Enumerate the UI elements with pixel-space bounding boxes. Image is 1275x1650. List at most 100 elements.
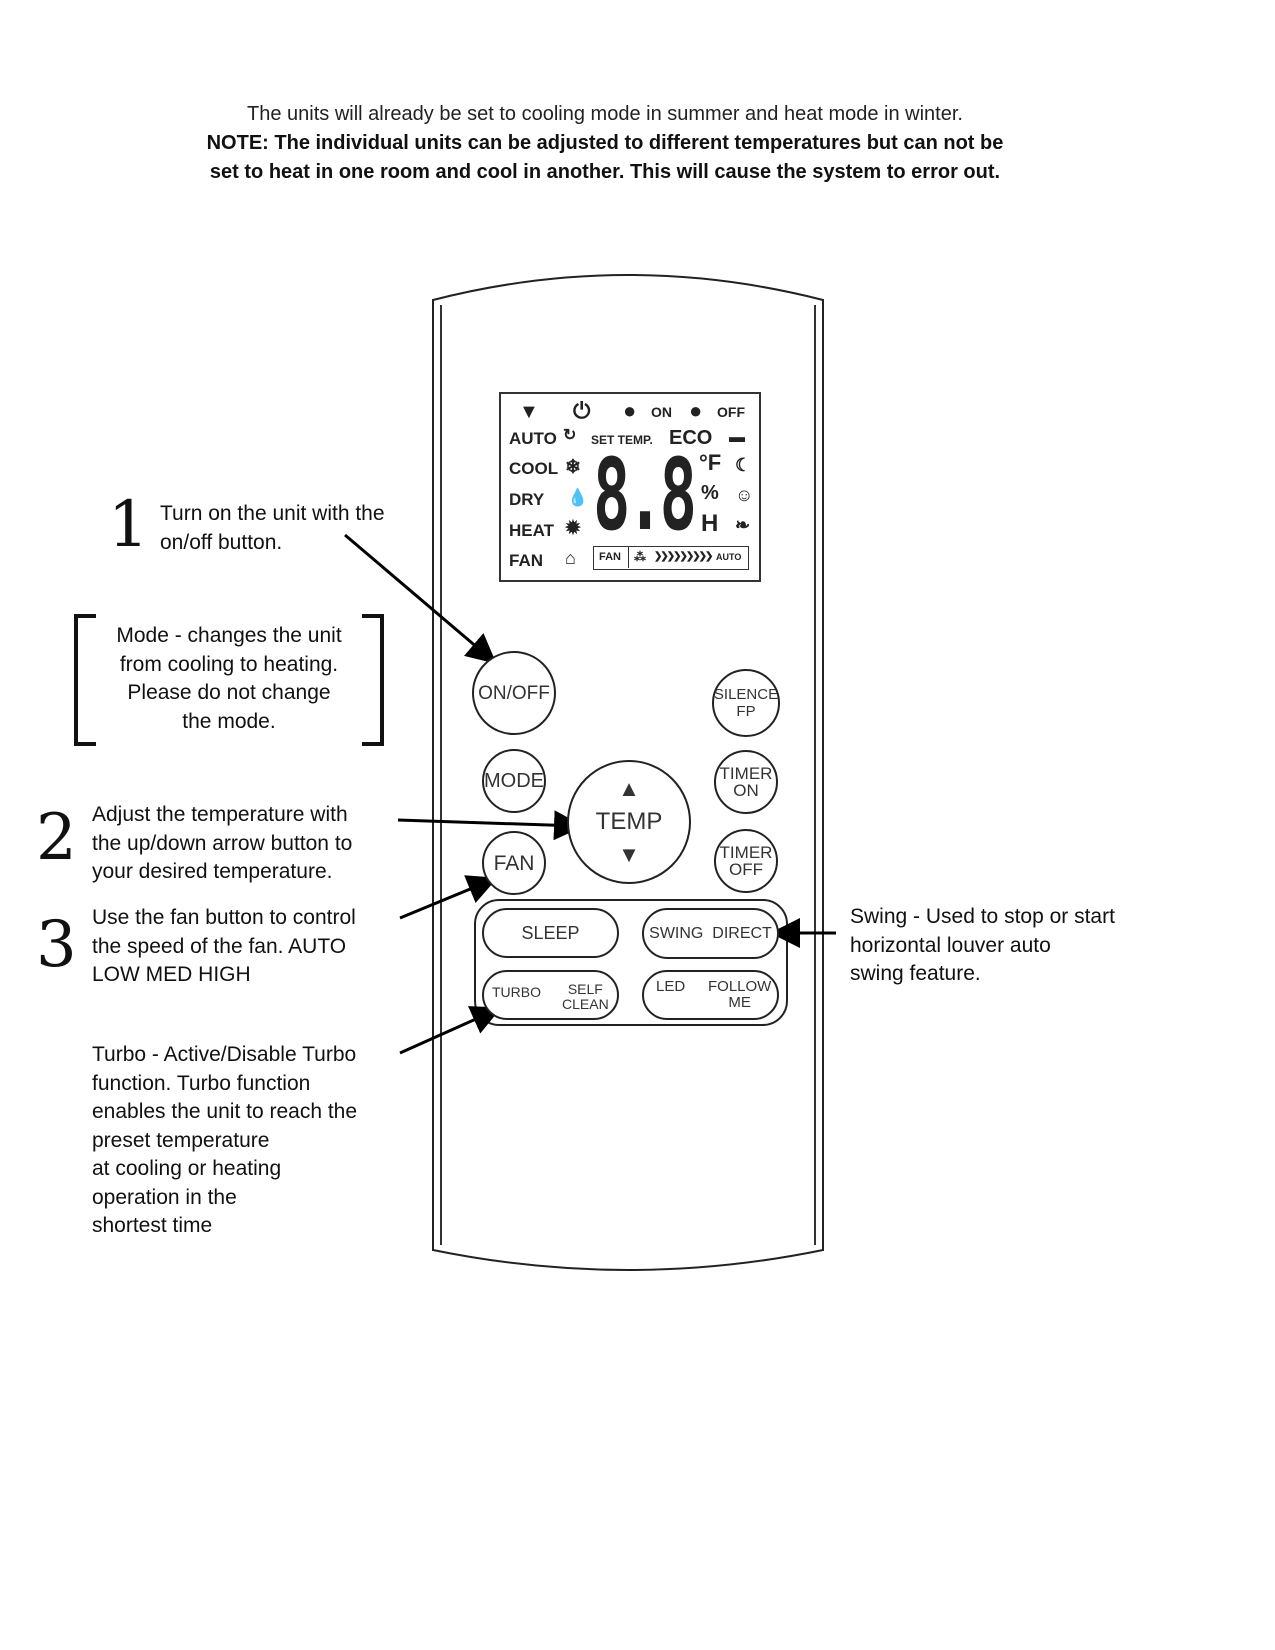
step-1-number: 1 (108, 488, 149, 562)
text-line: LOW MED HIGH (92, 963, 251, 986)
text-line: Swing - Used to stop or start (850, 905, 1115, 928)
mode-note: Mode - changes the unit from cooling to … (96, 622, 362, 736)
lcd-eco: ECO (669, 427, 713, 449)
turbo-label: TURBO (492, 984, 541, 1000)
note-line-1: NOTE: The individual units can be adjust… (0, 131, 1210, 155)
step-2-text: Adjust the temperature with the up/down … (92, 801, 352, 887)
turbo-text: Turbo - Active/Disable Turbo function. T… (92, 1041, 357, 1241)
swing-text: Swing - Used to stop or start horizontal… (850, 903, 1115, 989)
text-line: Mode - changes the unit (116, 624, 342, 647)
self-label: SELF (567, 981, 603, 997)
text-line: at cooling or heating (92, 1157, 282, 1180)
follow-label: FOLLOW (708, 978, 772, 995)
lcd-fan: FAN (509, 551, 543, 570)
on-label: ON (733, 781, 759, 800)
text-line: horizontal louver auto (850, 933, 1051, 957)
temp-down-arrow-icon[interactable]: ▼ (618, 842, 640, 867)
sun-icon: ✹ (565, 518, 581, 539)
text-line: function. Turbo function (92, 1071, 311, 1095)
fan-blade-icon: ⁂ (634, 550, 646, 564)
clean-label: CLEAN (562, 996, 609, 1012)
note-label: NOTE: (206, 132, 269, 154)
led-label: LED (656, 978, 686, 995)
me-label: ME (728, 994, 751, 1011)
lcd-unit-f: °F (699, 450, 722, 475)
lcd-set-temp: SET TEMP. (591, 433, 653, 447)
fan-speed-bar: FAN ⁂ ❯❯❯❯❯❯❯❯❯ AUTO (593, 546, 749, 570)
text-line: Use the fan button to control (92, 906, 356, 929)
remote-inner-edge (440, 305, 816, 1245)
arrow-step1 (344, 533, 497, 664)
note-text: The individual units can be adjusted to … (274, 132, 1004, 154)
lcd-auto: AUTO (509, 429, 557, 448)
text-line: enables the unit to reach the (92, 1100, 358, 1123)
leaf-icon: ❧ (735, 515, 751, 535)
sleep-button[interactable]: SLEEP (482, 908, 619, 958)
lower-button-panel (474, 899, 788, 1026)
fan-bar-auto: AUTO (716, 552, 742, 562)
text-line: the mode. (182, 709, 276, 733)
lcd-unit-percent: % (701, 482, 719, 504)
text-line: the speed of the fan. AUTO (92, 934, 347, 958)
power-icon: ⏻ (573, 398, 591, 423)
step-3-number: 3 (36, 908, 77, 982)
clock-off-icon: ● (689, 398, 703, 423)
text-line: Turbo - Active/Disable Turbo (92, 1043, 357, 1066)
temp-up-arrow-icon[interactable]: ▲ (618, 776, 640, 801)
text-line: swing feature. (850, 962, 981, 985)
right-bracket (362, 614, 384, 746)
step-3-text: Use the fan button to control the speed … (92, 904, 356, 990)
on-off-button[interactable]: ON/OFF (472, 651, 556, 735)
fan-bar-label: FAN (599, 551, 621, 563)
fan-button[interactable]: FAN (482, 831, 546, 895)
lcd-on: ON (651, 404, 672, 420)
text-line: preset temperature (92, 1128, 270, 1152)
temp-label: TEMP (595, 808, 663, 835)
step-2-number: 2 (36, 801, 77, 875)
fan-speed-chevrons: ❯❯❯❯❯❯❯❯❯ (654, 551, 713, 562)
wifi-icon: ▼ (519, 401, 539, 423)
text-line: the up/down arrow button to (92, 831, 353, 855)
text-line: Please do not change (127, 681, 331, 704)
text-line: Turn on the unit with the (160, 502, 385, 525)
lcd-digits: 8.8 (593, 436, 697, 554)
arrow-step3 (399, 875, 498, 920)
text-line: shortest time (92, 1214, 213, 1237)
swing-direct-button[interactable]: SWING DIRECT (642, 908, 779, 959)
clock-on-icon: ● (623, 398, 637, 423)
arrow-step2 (397, 810, 584, 841)
timer-label: TIMER (719, 764, 773, 783)
text-line: Adjust the temperature with (92, 803, 348, 826)
text-line: on/off button. (160, 530, 283, 554)
step-1-text: Turn on the unit with the on/off button. (160, 500, 385, 557)
sleep-moon-icon: ☾ (735, 455, 752, 475)
lcd-off: OFF (717, 404, 745, 420)
fan-bar-divider (628, 547, 629, 568)
person-icon: ☺ (735, 485, 754, 505)
lcd-dry: DRY (509, 490, 545, 509)
lcd-heat: HEAT (509, 521, 555, 540)
left-bracket (74, 614, 96, 746)
drop-icon: 💧 (567, 488, 589, 507)
lcd-display: ▼ ⏻ ● ON ● OFF AUTO ↻ SET TEMP. ECO ▬ CO… (499, 392, 761, 582)
text-line: your desired temperature. (92, 860, 333, 883)
remote-outline (432, 274, 824, 1271)
off-label: OFF (729, 860, 763, 879)
lcd-unit-h: H (701, 510, 719, 537)
intro-line: The units will already be set to cooling… (247, 103, 963, 125)
mode-button[interactable]: MODE (482, 749, 546, 813)
auto-cycle-icon: ↻ (563, 427, 577, 444)
silence-label: SILENCE (713, 686, 779, 703)
temp-button[interactable]: ▲ TEMP ▼ (567, 760, 691, 884)
text-line: from cooling to heating. (119, 652, 339, 676)
note-line-2: set to heat in one room and cool in anot… (209, 161, 1001, 183)
